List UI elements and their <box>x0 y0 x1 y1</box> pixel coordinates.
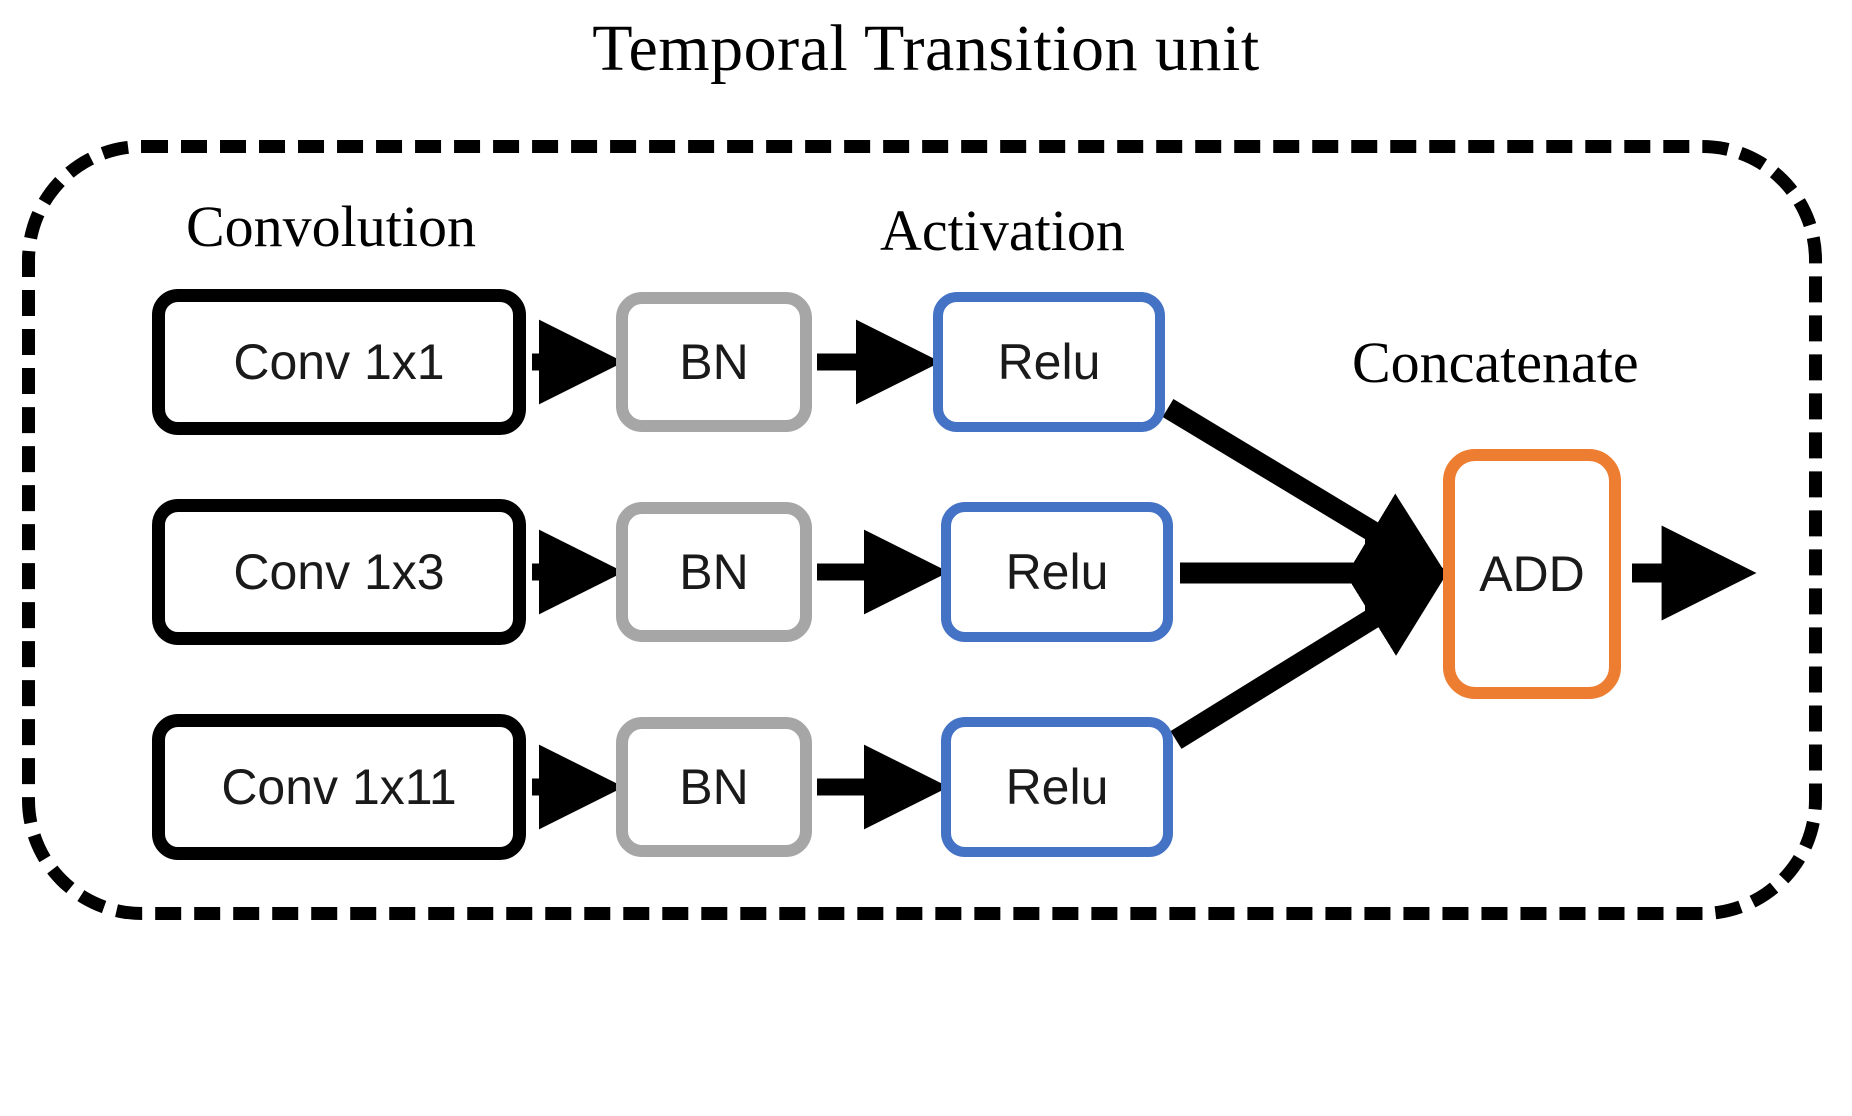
node-label: Conv 1x3 <box>233 544 445 600</box>
node-bn-branch-1[interactable]: BN <box>616 292 812 432</box>
node-add[interactable]: ADD <box>1443 449 1621 699</box>
node-label: Relu <box>1005 759 1109 815</box>
node-conv-1x3[interactable]: Conv 1x3 <box>152 499 526 645</box>
column-caption-convolution: Convolution <box>186 194 477 259</box>
column-caption-concatenate: Concatenate <box>1352 330 1639 395</box>
temporal-transition-unit-container <box>22 140 1822 920</box>
column-caption-activation: Activation <box>880 198 1125 263</box>
node-label: ADD <box>1479 546 1585 602</box>
node-relu-branch-2[interactable]: Relu <box>941 502 1173 642</box>
node-conv-1x1[interactable]: Conv 1x1 <box>152 289 526 435</box>
node-relu-branch-1[interactable]: Relu <box>933 292 1165 432</box>
node-bn-branch-2[interactable]: BN <box>616 502 812 642</box>
node-conv-1x11[interactable]: Conv 1x11 <box>152 714 526 860</box>
node-label: BN <box>679 544 749 600</box>
node-label: Relu <box>1005 544 1109 600</box>
node-label: BN <box>679 334 749 390</box>
node-label: BN <box>679 759 749 815</box>
page-title: Temporal Transition unit <box>592 12 1260 85</box>
node-label: Conv 1x11 <box>221 759 457 815</box>
node-label: Conv 1x1 <box>233 334 445 390</box>
node-label: Relu <box>997 334 1101 390</box>
node-bn-branch-3[interactable]: BN <box>616 717 812 857</box>
node-relu-branch-3[interactable]: Relu <box>941 717 1173 857</box>
